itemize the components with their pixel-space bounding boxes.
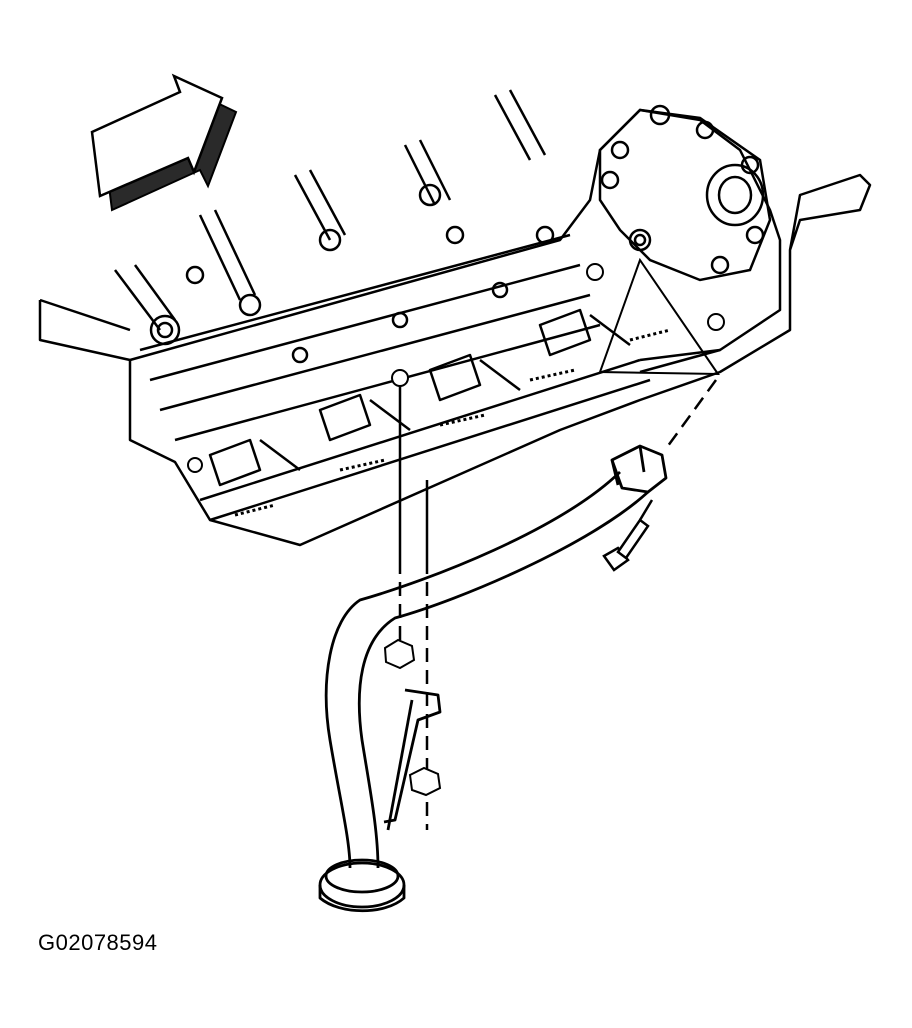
alignment-dashed-lines bbox=[398, 379, 718, 830]
oil-pump-front-cover bbox=[598, 104, 772, 282]
figure-id-label: G02078594 bbox=[38, 930, 158, 955]
pan-rail-studs bbox=[234, 328, 671, 517]
pickup-nuts bbox=[383, 638, 442, 797]
pickup-tube-bolt bbox=[602, 499, 654, 572]
view-direction-arrow bbox=[90, 73, 238, 212]
engine-block bbox=[38, 89, 872, 547]
oil-pickup-tube bbox=[318, 444, 668, 913]
rail-bolts bbox=[187, 263, 725, 473]
pickup-inlet-leader bbox=[598, 257, 720, 376]
